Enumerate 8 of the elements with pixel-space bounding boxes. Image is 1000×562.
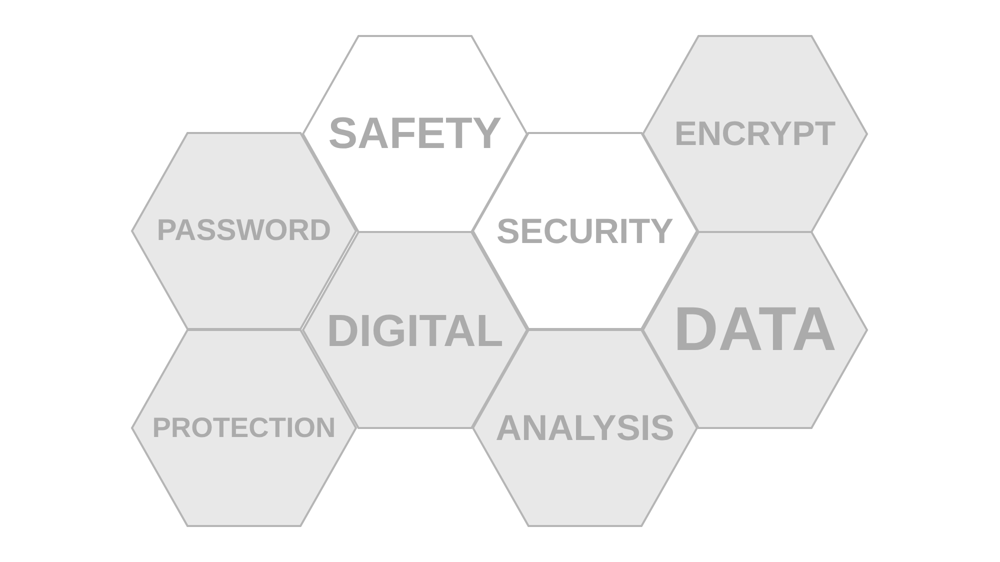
hexagon-label: PASSWORD bbox=[156, 216, 332, 246]
hexagon-label: SAFETY bbox=[328, 112, 502, 156]
hexagon-label: ENCRYPT bbox=[674, 117, 836, 151]
hexagon-label: DIGITAL bbox=[326, 308, 504, 352]
hexagon-label: PROTECTION bbox=[152, 414, 336, 442]
hexagon-label: DATA bbox=[674, 299, 836, 361]
hexagon-label: SECURITY bbox=[496, 214, 674, 248]
hexagon-label: ANALYSIS bbox=[496, 410, 674, 446]
